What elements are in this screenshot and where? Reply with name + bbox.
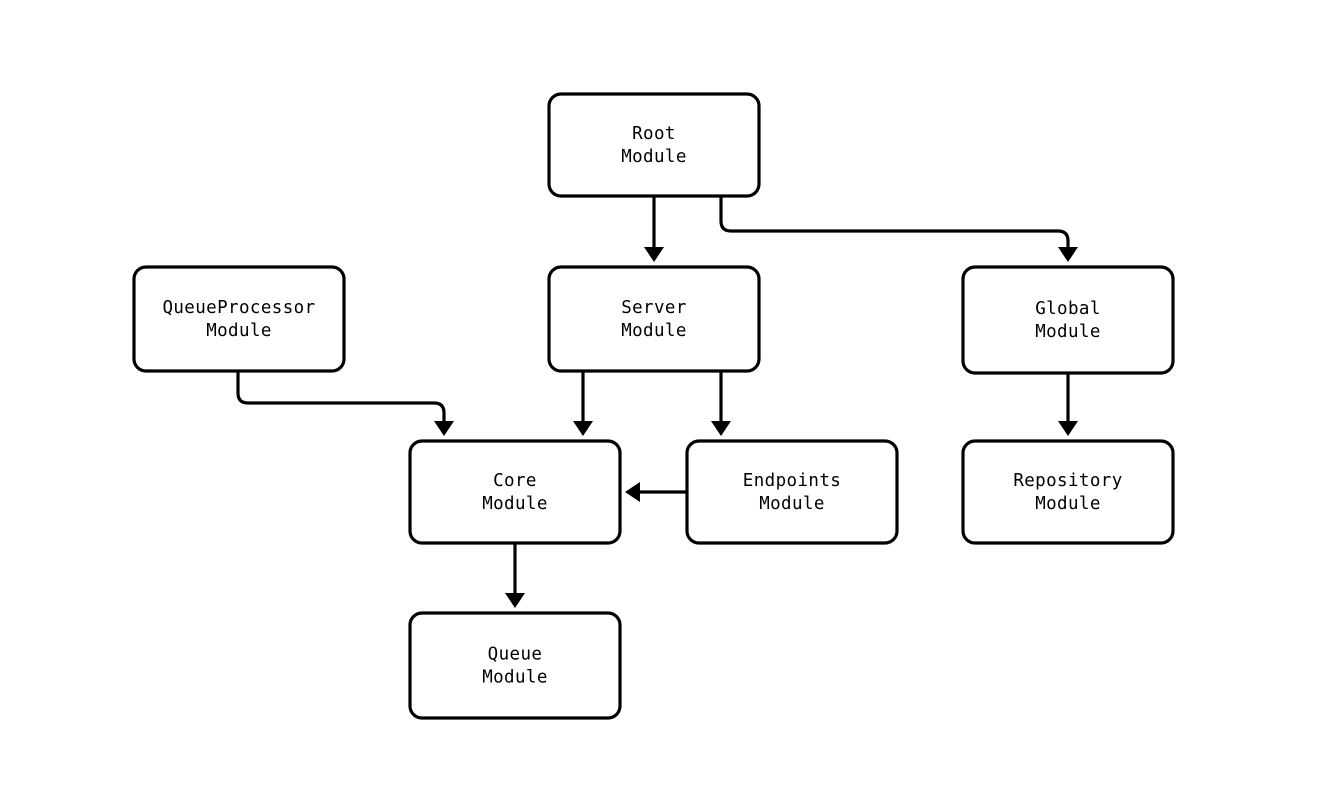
edge-root-to-global (719, 196, 1078, 262)
arrowhead-icon (573, 421, 593, 436)
node-label-line2: Module (621, 147, 687, 167)
nodes-layer: RootModuleQueueProcessorModuleServerModu… (132, 92, 1175, 720)
node-label-line2: Module (482, 494, 548, 514)
arrowhead-icon (434, 421, 454, 436)
node-label-line1: Root (632, 124, 676, 144)
node-label-line2: Module (621, 321, 687, 341)
node-label-line1: Global (1035, 299, 1101, 319)
edge-server-to-core (573, 371, 593, 436)
node-box[interactable] (961, 265, 1175, 375)
edge-core-to-queue (505, 543, 525, 608)
node-box[interactable] (547, 265, 761, 373)
node-label-line2: Module (759, 494, 825, 514)
node-label-line2: Module (1035, 322, 1101, 342)
arrowhead-icon (625, 482, 640, 502)
node-box[interactable] (408, 439, 622, 545)
node-label-line2: Module (1035, 494, 1101, 514)
arrowhead-icon (711, 421, 731, 436)
arrowhead-icon (505, 593, 525, 608)
node-label-line1: Core (493, 471, 537, 491)
node-label-line1: Endpoints (743, 471, 841, 491)
edges-layer (236, 196, 1078, 608)
node-box[interactable] (685, 439, 899, 545)
edge-line (719, 196, 1070, 248)
edge-line (236, 371, 446, 422)
node-box[interactable] (961, 439, 1175, 545)
edge-global-to-repository (1058, 373, 1078, 436)
edge-root-to-server (644, 196, 664, 262)
arrowhead-icon (1058, 247, 1078, 262)
node-label-line1: Queue (488, 645, 543, 665)
node-label-line2: Module (206, 321, 272, 341)
node-label-line1: Server (621, 298, 687, 318)
node-box[interactable] (408, 611, 622, 720)
node-box[interactable] (547, 92, 761, 198)
edge-queueprocessor-to-core (236, 371, 454, 436)
node-label-line2: Module (482, 668, 548, 688)
node-box[interactable] (132, 265, 346, 373)
edge-server-to-endpoints (711, 371, 731, 436)
arrowhead-icon (1058, 421, 1078, 436)
edge-endpoints-to-core (625, 482, 687, 502)
node-label-line1: QueueProcessor (162, 298, 315, 318)
arrowhead-icon (644, 247, 664, 262)
node-label-line1: Repository (1013, 471, 1122, 491)
